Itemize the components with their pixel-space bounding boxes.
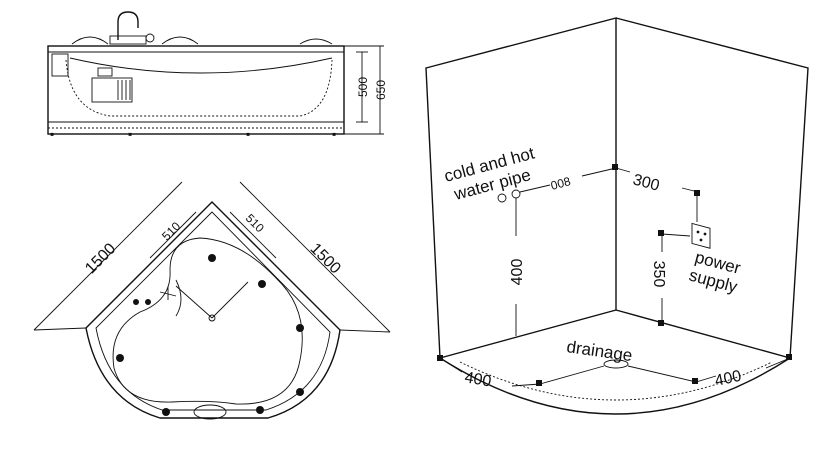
dim-plan-inner-right: 510 [243,211,267,235]
bathtub-plan-view: 1500 1500 510 510 [33,181,391,420]
floor-arc [439,357,791,415]
dim-pipe-from-corner: 300 [631,171,661,194]
cold-pipe [497,193,507,203]
faucet [117,11,139,40]
jets [116,254,304,416]
dim-pipe-gap: 008 [549,174,572,193]
dim-elevation-inner: 500 [356,77,370,97]
hot-pipe [511,189,521,199]
drain-plan [208,314,216,322]
svg-text:▪: ▪ [246,127,250,141]
dim-power-height: 350 [650,261,667,288]
dim-pipe-height: 400 [509,259,526,286]
drain-outlet [603,359,629,369]
installation-corner-view: cold and hot water pipe 008 300 400 powe… [425,17,809,415]
dim-elevation-outer: 650 [374,80,388,100]
pump-motor [91,77,133,103]
dim-floor-left: 400 [463,369,492,390]
dim-plan-inner-left: 510 [159,219,183,243]
headrest [193,404,227,420]
dim-plan-side-left: 1500 [82,240,119,277]
dim-floor-right: 400 [713,368,743,390]
tub-basin-curve [69,57,333,74]
tub-feet: ▪ ▪ ▪ ▪ [50,127,336,141]
dim-plan-side-right: 1500 [307,240,344,277]
pillow-left [71,36,109,45]
outlet-icon [691,222,711,249]
tub-basin-plan [112,237,303,405]
tub-body-outline [47,45,345,135]
pillow-right [161,36,199,45]
control-panel [51,53,69,77]
tub-plan-outline [85,201,341,419]
svg-text:▪: ▪ [128,127,132,141]
bathtub-elevation-view: ▪ ▪ ▪ ▪ 500 650 [47,11,388,141]
svg-text:▪: ▪ [50,127,54,141]
faucet-plan [159,286,177,300]
wall-right [615,17,809,359]
svg-text:▪: ▪ [332,127,336,141]
